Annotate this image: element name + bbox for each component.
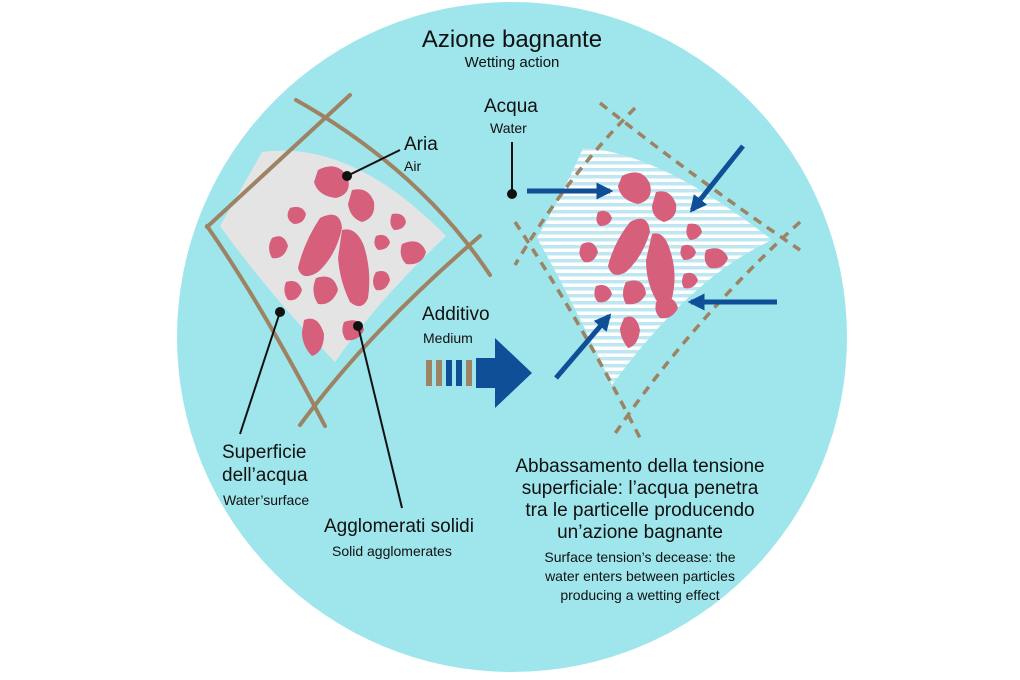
solid-particle xyxy=(400,241,426,265)
solid-agglomerates-label: Agglomerati solidi xyxy=(324,516,474,537)
solid-particles-left xyxy=(269,166,426,356)
solid-particle xyxy=(682,272,698,289)
result-text-line2: superficiale: l’acqua penetra xyxy=(521,478,759,499)
solid-particle xyxy=(338,229,370,307)
solid-agglomerates-label-en: Solid agglomerates xyxy=(332,543,452,559)
solids-leader-dot xyxy=(353,321,363,331)
air-leader-dot xyxy=(342,171,352,181)
solid-particle xyxy=(655,297,678,319)
air-label: Aria xyxy=(404,134,438,155)
solid-particle xyxy=(313,276,338,305)
air-cell xyxy=(205,93,492,428)
solid-particle xyxy=(373,271,390,291)
solid-particle xyxy=(269,236,288,259)
water-surface-film xyxy=(205,93,492,428)
solid-particle xyxy=(284,281,302,301)
solid-particle xyxy=(594,285,612,303)
surface-leader-dot xyxy=(275,307,285,317)
result-text-en-line2: water enters between particles xyxy=(545,568,735,584)
medium-bar xyxy=(436,360,442,386)
solid-particle xyxy=(680,244,696,260)
diagram-subtitle: Wetting action xyxy=(464,54,560,71)
result-text-en-line1: Surface tension’s decease: the xyxy=(544,549,736,565)
water-penetration-arrows xyxy=(527,144,777,380)
medium-bar xyxy=(466,360,472,386)
solid-particle xyxy=(348,189,375,222)
medium-bar xyxy=(456,360,462,386)
medium-label-en: Medium xyxy=(423,330,473,346)
solid-particle xyxy=(646,233,675,305)
medium-bar xyxy=(446,360,452,386)
medium-arrow xyxy=(426,338,532,408)
water-arrow xyxy=(554,313,612,380)
water-surface-label-line2: dell’acqua xyxy=(222,465,308,486)
result-text-en-line3: producing a wetting effect xyxy=(560,587,720,603)
water-cell xyxy=(513,101,802,439)
water-arrow xyxy=(689,144,745,213)
water-surface-label-line1: Superficie xyxy=(222,442,307,463)
solid-particles-right xyxy=(579,172,728,348)
medium-bar xyxy=(426,360,432,386)
medium-label: Additivo xyxy=(422,304,490,325)
water-label: Acqua xyxy=(484,96,538,117)
water-leader-dot xyxy=(507,189,517,199)
air-cell-fill xyxy=(220,150,446,362)
water-label-en: Water xyxy=(490,120,527,136)
solid-particle xyxy=(596,210,612,226)
solid-particle xyxy=(652,191,677,222)
result-text-line4: un’azione bagnante xyxy=(557,522,723,543)
broken-water-surface-film xyxy=(513,101,802,439)
solid-particle xyxy=(390,213,406,230)
water-surface-label-en: Water’surface xyxy=(223,492,310,508)
air-label-en: Air xyxy=(404,158,422,174)
solid-particle xyxy=(623,280,646,305)
solid-particle xyxy=(298,214,342,277)
callout-leaders-left xyxy=(239,142,517,509)
solid-particle xyxy=(686,223,702,240)
surface-leader-line xyxy=(239,311,281,435)
diagram-title: Azione bagnante xyxy=(421,26,603,53)
solid-particle xyxy=(374,234,390,250)
solids-leader-line xyxy=(357,325,403,509)
solid-particle xyxy=(287,206,306,224)
solid-particle xyxy=(620,316,640,348)
result-text-line1: Abbassamento della tensione xyxy=(515,456,765,477)
solid-particle xyxy=(608,218,650,275)
solid-particle xyxy=(579,242,598,263)
medium-arrow-head xyxy=(476,338,532,408)
solid-particle xyxy=(302,318,324,356)
solid-particle xyxy=(314,166,349,198)
result-text-line3: tra le particelle producendo xyxy=(525,500,755,521)
air-leader-line xyxy=(346,149,401,177)
solid-particle xyxy=(618,172,651,204)
solid-particle xyxy=(704,248,728,269)
